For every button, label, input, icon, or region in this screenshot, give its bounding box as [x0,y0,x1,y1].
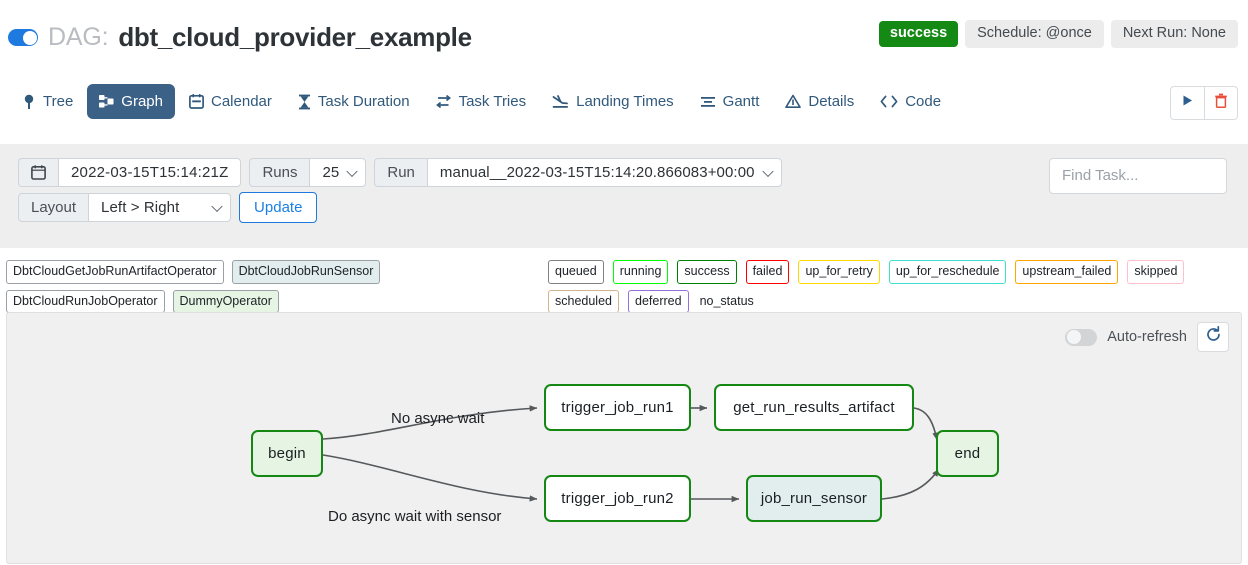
tab-task-tries[interactable]: Task Tries [424,84,539,119]
legend-status[interactable]: upstream_failed [1015,260,1119,284]
dag-action-buttons [1170,86,1238,120]
page-title: dbt_cloud_provider_example [118,22,472,52]
tab-landing-times[interactable]: Landing Times [540,84,686,119]
calendar-icon [189,94,204,109]
status-badge: success [878,21,959,47]
dag-prefix-label: DAG: [48,23,109,51]
run-label: Run [374,158,428,187]
tab-tree[interactable]: Tree [10,84,85,119]
dag-status-group: success Schedule: @once Next Run: None [878,20,1238,48]
dag-controls-bar: 2022-03-15T15:14:21Z Runs 25 Run manual_… [0,144,1248,248]
legend-status[interactable]: success [677,260,737,284]
tab-list: Tree Graph Calendar Task Duration [10,84,953,119]
controls-row-one: 2022-03-15T15:14:21Z Runs 25 Run manual_… [18,158,790,187]
auto-refresh-toggle[interactable] [1065,328,1098,346]
hourglass-icon [298,94,311,110]
trigger-dag-button[interactable] [1170,86,1204,120]
code-icon [880,95,898,108]
legend-operator[interactable]: DbtCloudJobRunSensor [231,260,381,284]
details-icon [785,94,802,109]
tab-label: Tree [43,93,74,110]
tab-task-duration[interactable]: Task Duration [286,84,422,119]
dag-node-trigger_job_run1[interactable]: trigger_job_run1 [544,384,691,431]
edge-label-do-async-wait: Do async wait with sensor [328,508,501,525]
layout-select[interactable]: Left > Right [89,193,232,222]
legend-status[interactable]: scheduled [548,289,619,313]
dag-run-group: Run manual__2022-03-15T15:14:20.866083+0… [374,158,782,187]
layout-group: Layout Left > Right [18,193,232,222]
execution-date-input[interactable]: 2022-03-15T15:14:21Z [59,158,242,187]
next-run-chip[interactable]: Next Run: None [1110,20,1238,48]
legend-status[interactable]: deferred [628,289,689,313]
legend-status[interactable]: running [612,260,669,284]
legend-status[interactable]: failed [745,260,790,284]
view-tabs: Tree Graph Calendar Task Duration [0,84,1248,130]
tab-label: Graph [121,93,163,110]
legend-operator[interactable]: DummyOperator [172,289,279,313]
legend-status[interactable]: up_for_reschedule [888,260,1007,284]
auto-refresh-label: Auto-refresh [1107,329,1187,345]
tab-label: Code [905,93,942,110]
gantt-icon [700,94,716,109]
update-button[interactable]: Update [239,192,318,223]
refresh-icon [1205,326,1222,348]
play-icon [1181,94,1194,112]
execution-date-group: 2022-03-15T15:14:21Z [18,158,242,187]
dag-node-trigger_job_run2[interactable]: trigger_job_run2 [544,475,691,522]
edge-label-no-async-wait: No async wait [391,410,485,427]
dag-node-end[interactable]: end [936,430,999,477]
dag-graph-canvas[interactable]: Auto-refresh [6,312,1242,564]
refresh-controls: Auto-refresh [1065,322,1229,352]
tab-graph[interactable]: Graph [87,84,175,119]
legend-status[interactable]: skipped [1127,260,1185,284]
dag-pause-toggle[interactable] [8,29,38,46]
find-task-input[interactable]: Find Task... [1049,158,1227,194]
controls-row-two: Layout Left > Right Update [18,192,318,223]
dag-title-group: DAG: dbt_cloud_provider_example [8,22,472,53]
dag-node-job_run_sensor[interactable]: job_run_sensor [746,475,882,522]
dag-edges: No async wait Do async wait with sensor [322,404,940,525]
status-legend: queued running success failed up_for_retry up… [548,260,1244,313]
runs-label: Runs [249,158,311,187]
tab-label: Details [808,93,855,110]
landing-icon [552,94,569,109]
calendar-icon[interactable] [18,158,59,187]
tree-icon [22,94,36,110]
legend-operator[interactable]: DbtCloudRunJobOperator [6,289,165,313]
tab-details[interactable]: Details [773,84,866,119]
delete-dag-button[interactable] [1204,86,1238,120]
tab-label: Calendar [211,93,272,110]
refresh-button[interactable] [1197,322,1229,352]
tab-label: Gantt [722,93,760,110]
legend-operator[interactable]: DbtCloudGetJobRunArtifactOperator [6,260,224,284]
tab-code[interactable]: Code [868,84,953,119]
dag-run-select[interactable]: manual__2022-03-15T15:14:20.866083+00:00 [427,158,782,187]
layout-label: Layout [18,193,90,222]
tab-calendar[interactable]: Calendar [177,84,284,119]
tab-label: Landing Times [576,93,674,110]
retry-icon [435,94,452,109]
tab-label: Task Tries [458,93,527,110]
tab-gantt[interactable]: Gantt [688,84,772,119]
schedule-chip[interactable]: Schedule: @once [965,20,1104,48]
num-runs-select[interactable]: 25 [310,158,367,187]
legend-status[interactable]: no_status [699,293,754,308]
num-runs-group: Runs 25 [249,158,367,187]
dag-node-begin[interactable]: begin [251,430,323,477]
graph-icon [99,94,114,109]
dag-node-get_run_results_artifact[interactable]: get_run_results_artifact [714,384,914,431]
legend-status[interactable]: queued [548,260,604,284]
tab-label: Task Duration [317,93,410,110]
legend-status[interactable]: up_for_retry [798,260,880,284]
page-header: DAG: dbt_cloud_provider_example success … [0,0,1248,72]
trash-icon [1214,93,1228,113]
